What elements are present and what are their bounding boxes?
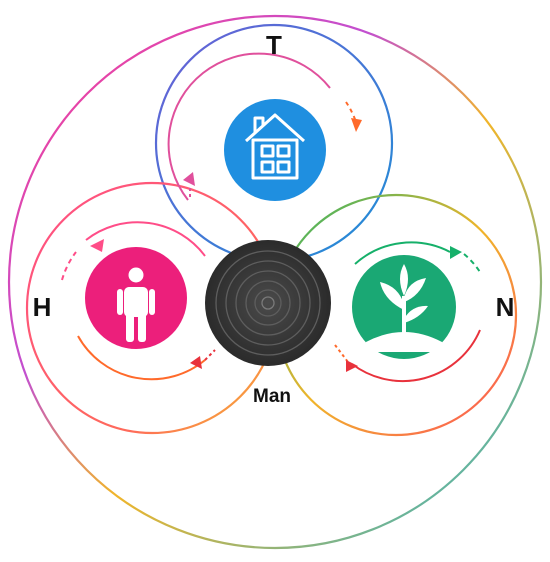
outer-ring — [7, 14, 543, 550]
target-icon — [215, 250, 321, 356]
right-cycle-arrows — [334, 241, 481, 383]
label-top: T — [266, 30, 282, 60]
person-icon — [117, 267, 155, 342]
plant-icon — [366, 264, 442, 352]
label-right: N — [496, 292, 515, 322]
top-node — [224, 99, 326, 201]
left-node — [85, 247, 187, 349]
label-left: H — [33, 292, 52, 322]
left-cycle-arrows — [61, 221, 216, 381]
right-node — [352, 255, 456, 359]
center-node — [205, 240, 331, 366]
house-icon — [244, 113, 306, 180]
top-cycle-arrows — [167, 52, 362, 201]
label-center: Man — [253, 386, 291, 407]
